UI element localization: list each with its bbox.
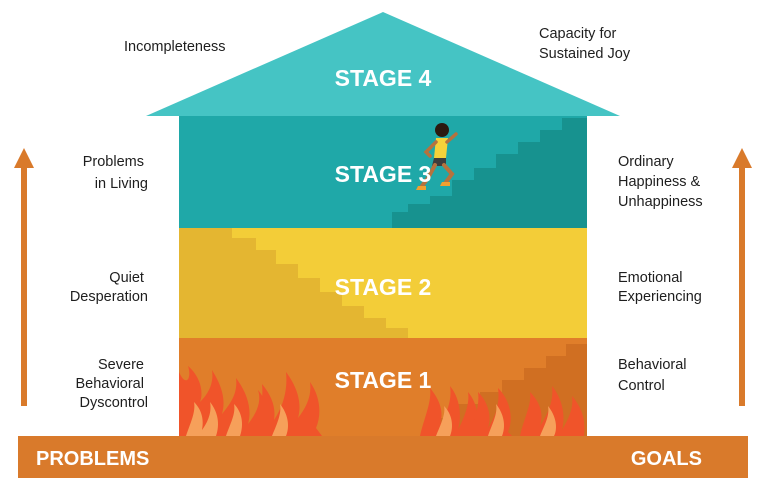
goal-line: Capacity for xyxy=(539,26,617,42)
roof-stage-4 xyxy=(146,12,620,116)
problem-label-stage-1: Severe Behavioral Dyscontrol xyxy=(75,357,148,411)
stage-3-label: STAGE 3 xyxy=(335,161,432,187)
problem-line: Behavioral xyxy=(75,376,144,392)
up-arrow-icon xyxy=(14,148,34,406)
stairs-icon xyxy=(392,118,587,228)
base-bar xyxy=(18,436,748,478)
goal-line: Ordinary xyxy=(618,154,674,170)
problem-line: in Living xyxy=(95,176,148,192)
stage-1-label: STAGE 1 xyxy=(335,367,432,393)
goal-line: Happiness & xyxy=(618,174,701,190)
problem-label-stage-2: Quiet Desperation xyxy=(70,270,148,305)
goal-label-stage-3: Ordinary Happiness & Unhappiness xyxy=(618,154,704,210)
goal-label-stage-4: Capacity for Sustained Joy xyxy=(539,26,631,62)
goal-line: Experiencing xyxy=(618,289,702,305)
goal-line: Sustained Joy xyxy=(539,46,631,62)
problem-line: Severe xyxy=(98,357,144,373)
goal-label-stage-1: Behavioral Control xyxy=(618,357,691,394)
goal-line: Control xyxy=(618,378,665,394)
problem-label-stage-3: Problems in Living xyxy=(83,154,148,192)
goal-line: Behavioral xyxy=(618,357,687,373)
problem-line: Problems xyxy=(83,154,144,170)
up-arrow-icon xyxy=(732,148,752,406)
stairs-icon xyxy=(179,228,408,338)
stage-2-label: STAGE 2 xyxy=(335,274,432,300)
flames-icon xyxy=(179,366,585,436)
goal-line: Unhappiness xyxy=(618,194,703,210)
problem-line: Quiet xyxy=(109,270,144,286)
stage-4-label: STAGE 4 xyxy=(335,65,432,91)
goals-label: GOALS xyxy=(631,448,702,470)
problem-line: Desperation xyxy=(70,289,148,305)
goal-label-stage-2: Emotional Experiencing xyxy=(618,270,702,305)
goal-line: Emotional xyxy=(618,270,682,286)
problem-line: Incompleteness xyxy=(124,39,226,55)
problem-label-stage-4: Incompleteness xyxy=(124,39,226,55)
runner-icon xyxy=(416,123,458,190)
problem-line: Dyscontrol xyxy=(80,395,149,411)
problems-label: PROBLEMS xyxy=(36,448,149,470)
